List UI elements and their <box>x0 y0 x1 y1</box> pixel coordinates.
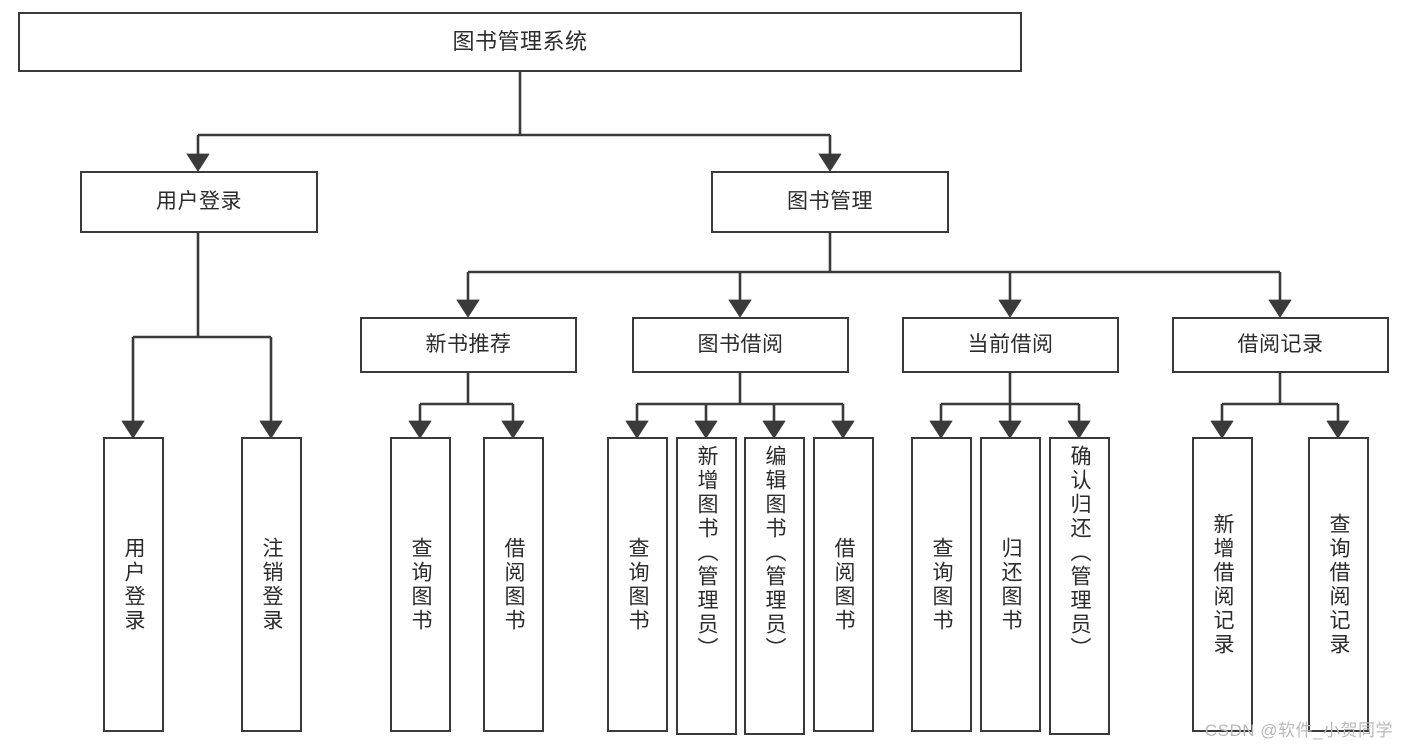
watermark-text: CSDN @软件_小贺同学 <box>1204 721 1393 740</box>
node-leaf-logout-label: 注销登录 <box>260 536 283 633</box>
node-book-borrow[interactable]: 图书借阅 <box>632 317 849 373</box>
node-leaf-query-book-3-label: 查询图书 <box>930 536 953 633</box>
node-book-manage-label: 图书管理 <box>787 190 873 214</box>
node-leaf-logout[interactable]: 注销登录 <box>241 437 302 732</box>
node-root[interactable]: 图书管理系统 <box>18 12 1022 72</box>
node-leaf-borrow-book-1-label: 借阅图书 <box>502 536 525 633</box>
node-book-borrow-label: 图书借阅 <box>697 333 784 357</box>
node-leaf-return-book-label: 归还图书 <box>999 536 1022 633</box>
node-leaf-add-record-label: 新增借阅记录 <box>1211 512 1234 657</box>
node-leaf-return-book[interactable]: 归还图书 <box>980 437 1041 732</box>
node-borrow-record-label: 借阅记录 <box>1237 333 1324 357</box>
node-leaf-confirm-return[interactable]: 确认归还（管理员） <box>1049 437 1110 735</box>
node-leaf-add-record[interactable]: 新增借阅记录 <box>1192 437 1253 732</box>
node-leaf-query-book-1-label: 查询图书 <box>409 536 432 633</box>
node-leaf-add-book[interactable]: 新增图书（管理员） <box>676 437 737 735</box>
node-leaf-query-record[interactable]: 查询借阅记录 <box>1308 437 1369 732</box>
node-leaf-query-book-2-label: 查询图书 <box>626 536 649 633</box>
node-current-borrow-label: 当前借阅 <box>967 333 1054 357</box>
node-leaf-user-login[interactable]: 用户登录 <box>103 437 164 732</box>
node-book-manage[interactable]: 图书管理 <box>711 171 949 233</box>
node-leaf-query-book-3[interactable]: 查询图书 <box>911 437 972 732</box>
node-current-borrow[interactable]: 当前借阅 <box>902 317 1119 373</box>
node-leaf-query-record-label: 查询借阅记录 <box>1327 512 1350 657</box>
node-leaf-edit-book[interactable]: 编辑图书（管理员） <box>744 437 805 735</box>
node-borrow-record[interactable]: 借阅记录 <box>1172 317 1389 373</box>
node-user-login[interactable]: 用户登录 <box>80 171 318 233</box>
node-leaf-borrow-book-1[interactable]: 借阅图书 <box>483 437 544 732</box>
node-leaf-query-book-1[interactable]: 查询图书 <box>390 437 451 732</box>
node-leaf-edit-book-label: 编辑图书（管理员） <box>763 445 786 661</box>
node-leaf-query-book-2[interactable]: 查询图书 <box>607 437 668 732</box>
node-root-label: 图书管理系统 <box>452 28 588 54</box>
node-leaf-borrow-book-2-label: 借阅图书 <box>832 536 855 633</box>
node-leaf-user-login-label: 用户登录 <box>122 536 145 633</box>
node-new-book-rec-label: 新书推荐 <box>425 333 512 357</box>
node-new-book-rec[interactable]: 新书推荐 <box>360 317 577 373</box>
node-leaf-add-book-label: 新增图书（管理员） <box>695 445 718 661</box>
node-leaf-borrow-book-2[interactable]: 借阅图书 <box>813 437 874 732</box>
node-leaf-confirm-return-label: 确认归还（管理员） <box>1068 445 1091 661</box>
node-user-login-label: 用户登录 <box>156 190 242 214</box>
